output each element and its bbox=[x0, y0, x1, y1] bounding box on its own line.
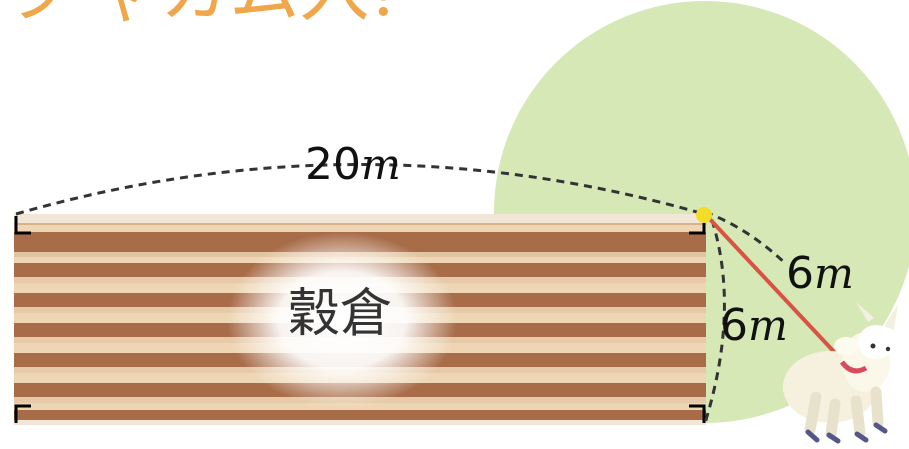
side-length-number: 6 bbox=[720, 300, 748, 351]
rope-length-number: 6 bbox=[786, 248, 814, 299]
top-dimension-arc bbox=[15, 163, 705, 216]
top-length-unit: m bbox=[361, 140, 401, 189]
anchor-point bbox=[696, 207, 712, 223]
rope-length-unit: m bbox=[814, 249, 854, 298]
partial-title-text: ラ'ャカム入! bbox=[0, 0, 397, 26]
rope-arc bbox=[704, 210, 788, 266]
top-length-label: 20m bbox=[305, 143, 401, 187]
top-length-number: 20 bbox=[305, 139, 361, 190]
rope-length-label: 6m bbox=[786, 252, 854, 296]
barn-label: 穀倉 bbox=[288, 284, 393, 344]
side-length-unit: m bbox=[748, 301, 788, 350]
rope-line bbox=[703, 212, 840, 358]
side-length-label: 6m bbox=[720, 304, 788, 348]
goat-icon bbox=[783, 302, 898, 444]
barn-label-glow bbox=[227, 232, 457, 408]
